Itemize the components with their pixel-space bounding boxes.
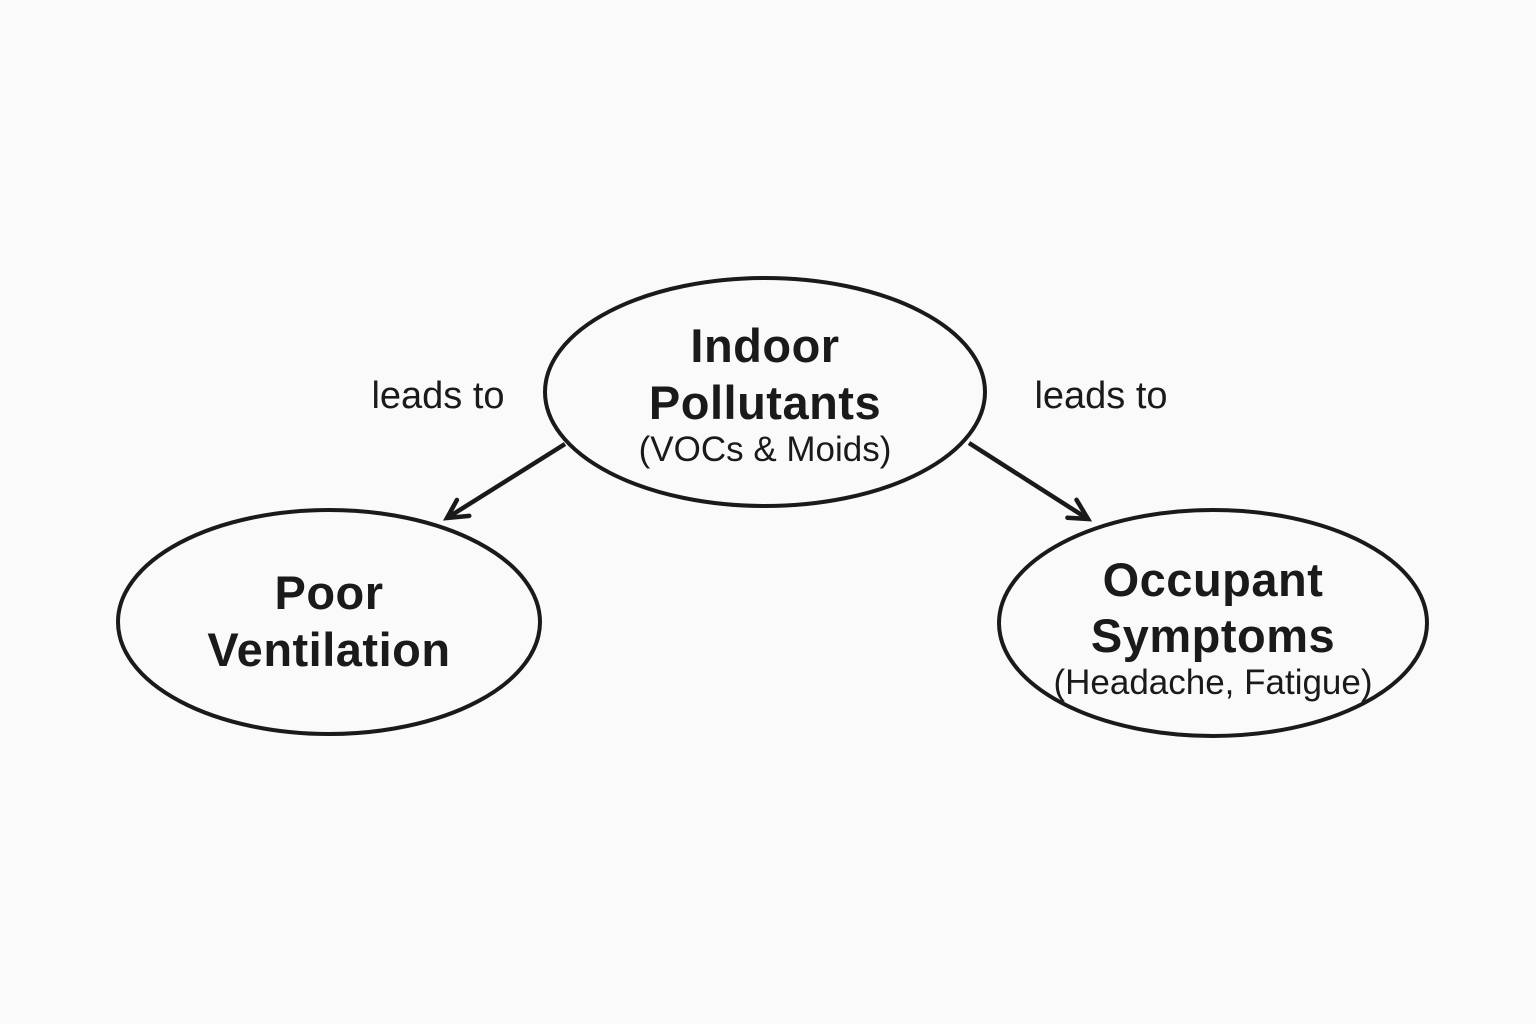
indoor-pollutants-title-line2: Pollutants [649, 376, 881, 429]
indoor-pollutants-title-line1: Indoor [690, 319, 839, 372]
indoor-pollutants-subtitle: (VOCs & Moids) [639, 430, 892, 469]
poor-ventilation-title-line2: Ventilation [207, 623, 450, 676]
occupant-symptoms-title-line1: Occupant [1103, 553, 1324, 606]
occupant-symptoms-ellipse [997, 508, 1429, 738]
node-occupant-symptoms: Occupant Symptoms (Headache, Fatigue) [997, 508, 1429, 738]
edge-indoor-pollutants-to-poor-ventilation: leads to [371, 375, 567, 521]
occupant-symptoms-subtitle: (Headache, Fatigue) [1053, 663, 1372, 702]
arrow-to-occupant-symptoms [967, 441, 1093, 522]
indoor-pollutants-ellipse [543, 276, 987, 508]
arrow-to-poor-ventilation [442, 442, 567, 521]
edge-label-leads-to-right: leads to [1034, 375, 1167, 417]
poor-ventilation-ellipse [116, 508, 542, 736]
poor-ventilation-title-line1: Poor [274, 566, 383, 619]
edge-label-leads-to-left: leads to [371, 375, 504, 417]
node-poor-ventilation: Poor Ventilation [116, 508, 542, 736]
edge-indoor-pollutants-to-occupant-symptoms: leads to [967, 375, 1168, 522]
node-indoor-pollutants: Indoor Pollutants (VOCs & Moids) [543, 276, 987, 508]
occupant-symptoms-title-line2: Symptoms [1091, 609, 1335, 662]
